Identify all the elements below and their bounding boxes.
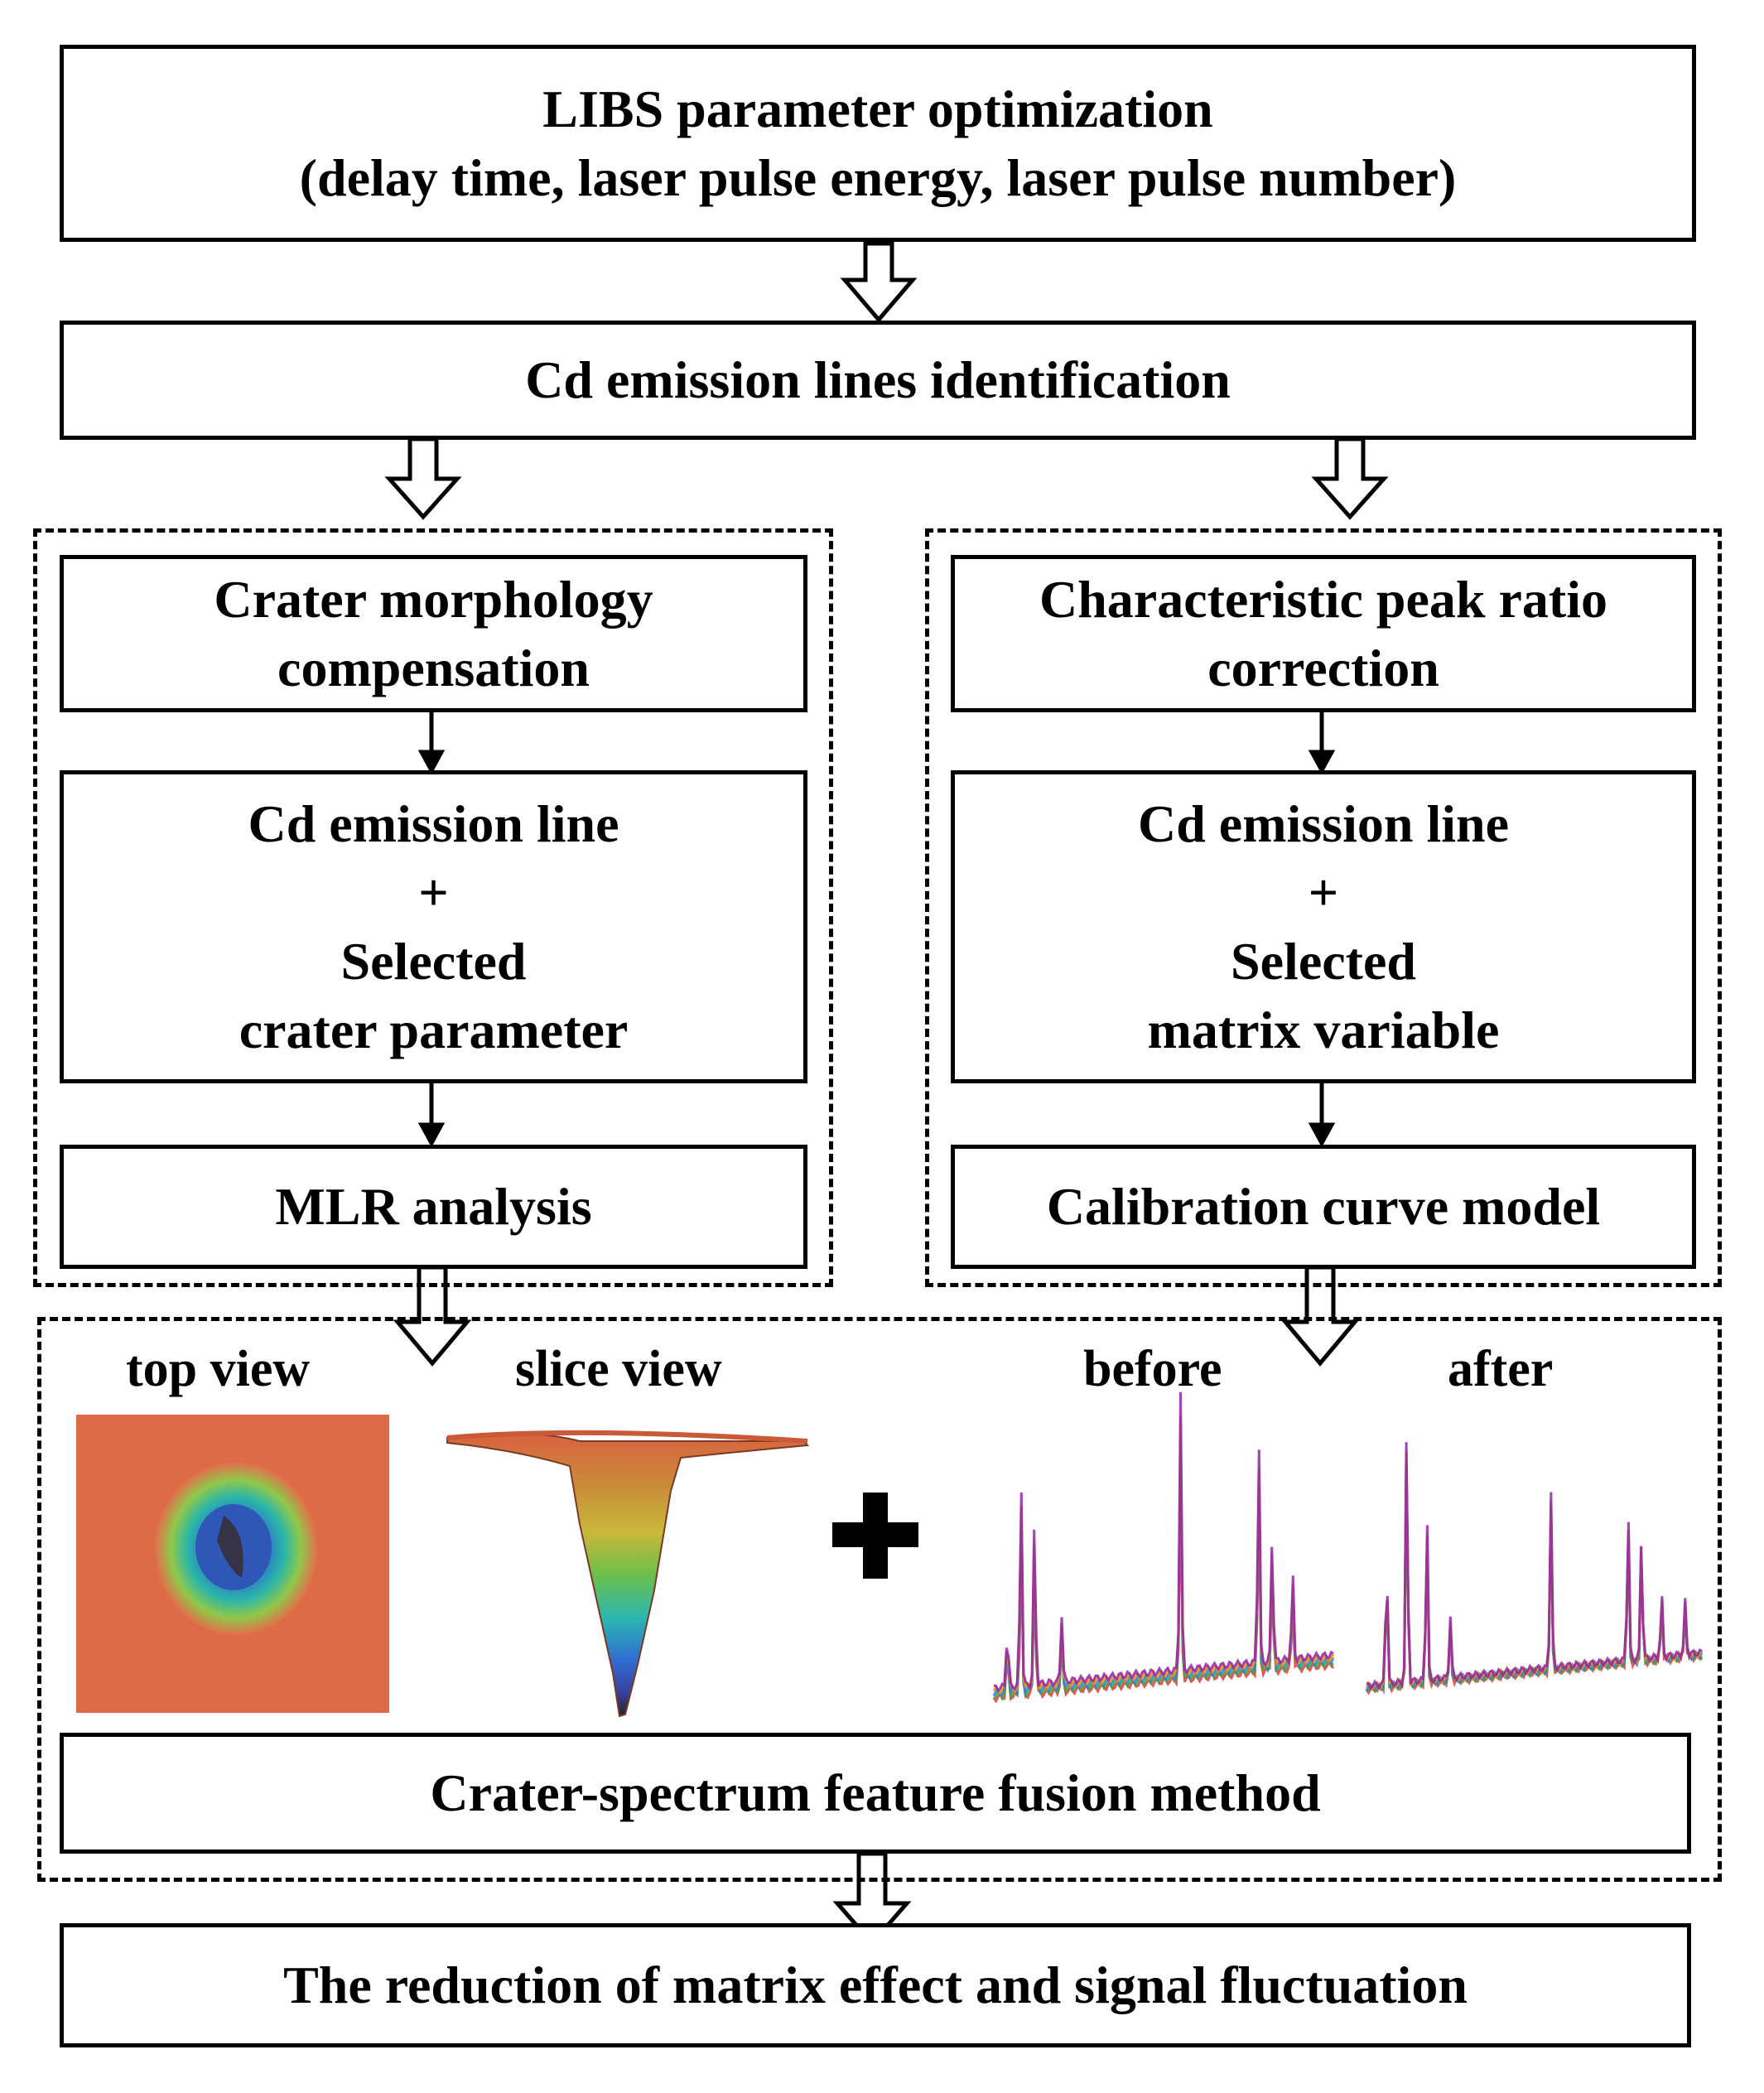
left-branch-group [33, 528, 833, 1287]
spectrum-after [1365, 1442, 1704, 1695]
fusion-group [37, 1317, 1722, 1882]
hollow-arrow-right [1311, 436, 1389, 520]
plus-sign [832, 1493, 918, 1579]
right-box2-plus: + [1308, 862, 1339, 922]
right-box1-line1: Characteristic peak ratio [1039, 569, 1608, 629]
hollow-arrow-1 [840, 241, 918, 323]
left-box-mlr-analysis: MLR analysis [60, 1145, 807, 1269]
step1-line1: LIBS parameter optimization [542, 79, 1213, 138]
crater-slice-view-image [446, 1430, 810, 1718]
right-box2-line4: matrix variable [1147, 1001, 1500, 1060]
crater-top-view-image [76, 1415, 389, 1713]
label-before: before [1083, 1341, 1222, 1397]
step1-line2: (delay time, laser pulse energy, laser p… [299, 148, 1457, 207]
left-box2-plus: + [418, 862, 449, 922]
spectrum-before [992, 1391, 1335, 1704]
solid-arrows-right [1308, 712, 1336, 1148]
left-box2-line4: crater parameter [239, 1001, 629, 1060]
right-box1-line2: correction [1207, 639, 1439, 697]
step-emission-lines-identification: Cd emission lines identification [60, 321, 1696, 440]
left-box3-text: MLR analysis [275, 1177, 592, 1237]
right-box2-line1: Cd emission line [1137, 793, 1510, 853]
right-branch-group [925, 528, 1722, 1287]
right-box2-line3: Selected [1231, 932, 1416, 991]
left-box-emission-crater: Cd emission line + Selected crater param… [60, 770, 807, 1083]
result-box: The reduction of matrix effect and signa… [60, 1923, 1691, 2047]
left-box-crater-compensation: Crater morphology compensation [60, 555, 807, 712]
hollow-arrow-left-fusion [393, 1265, 472, 1367]
step2-text: Cd emission lines identification [525, 350, 1231, 410]
right-box-peak-ratio-correction: Characteristic peak ratio correction [951, 555, 1696, 712]
label-top-view: top view [126, 1341, 311, 1397]
hollow-arrow-right-fusion [1280, 1265, 1360, 1367]
right-box-calibration-curve: Calibration curve model [951, 1145, 1696, 1269]
left-box2-line1: Cd emission line [248, 793, 619, 853]
fusion-method-box: Crater-spectrum feature fusion method [60, 1733, 1691, 1854]
label-after: after [1448, 1341, 1554, 1397]
solid-arrows-left [417, 712, 446, 1148]
left-box1-line1: Crater morphology [214, 569, 653, 629]
spectrum-trace [993, 1391, 1334, 1693]
right-box-emission-matrix: Cd emission line + Selected matrix varia… [951, 770, 1696, 1083]
hollow-arrow-left [384, 436, 462, 520]
left-box2-line3: Selected [340, 932, 527, 991]
step-parameter-optimization: LIBS parameter optimization (delay time,… [60, 45, 1696, 242]
spectrum-trace [1366, 1442, 1703, 1690]
right-box3-text: Calibration curve model [1046, 1177, 1601, 1237]
fusion-method-text: Crater-spectrum feature fusion method [430, 1763, 1321, 1823]
left-box1-line2: compensation [277, 639, 590, 697]
result-text: The reduction of matrix effect and signa… [283, 1956, 1468, 2015]
label-slice-view: slice view [515, 1341, 722, 1397]
